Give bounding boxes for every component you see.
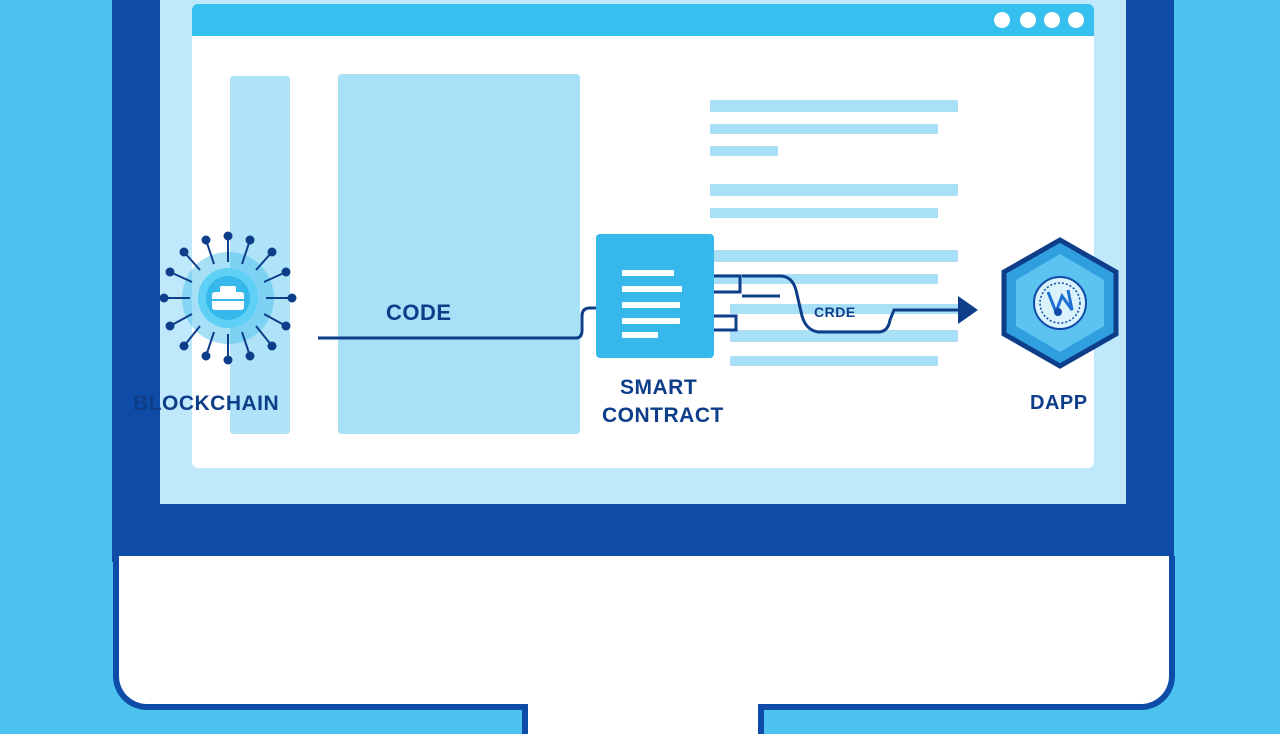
doc-line [622,286,682,292]
arrow-head-icon [958,296,978,324]
contract-label: CONTRACT [602,404,724,427]
blockchain-label: BLOCKCHAIN [133,392,280,415]
window-dot-icon[interactable] [1020,12,1036,28]
port-line [714,314,738,332]
window-dot-icon[interactable] [1044,12,1060,28]
text-line [710,250,958,262]
text-line [710,124,938,134]
text-line [730,356,938,366]
text-line [730,330,958,342]
hexagon-dapp-icon [1001,237,1119,369]
text-line [710,208,938,218]
text-line [730,304,960,314]
port-line [714,274,742,294]
window-dot-icon[interactable] [1068,12,1084,28]
browser-titlebar [192,4,1094,36]
connector-line [318,306,596,340]
text-line [710,100,958,112]
text-line [710,274,938,284]
monitor-stand [522,704,764,734]
doc-line [622,270,674,276]
circuit-chip-icon [159,231,297,365]
monitor-bezel [113,556,1175,710]
doc-line [622,332,658,338]
smart-label: SMART [620,376,698,399]
code-panel [338,74,580,434]
document-icon[interactable] [596,234,714,358]
window-dot-icon[interactable] [994,12,1010,28]
crde-label: CRDE [814,300,856,322]
text-line [710,146,778,156]
browser-window [192,4,1094,468]
doc-line [622,302,680,308]
text-line [710,184,958,196]
doc-line [622,318,680,324]
dapp-label: DAPP [1030,392,1088,414]
connector-line [742,274,960,334]
code-label: CODE [386,300,452,325]
